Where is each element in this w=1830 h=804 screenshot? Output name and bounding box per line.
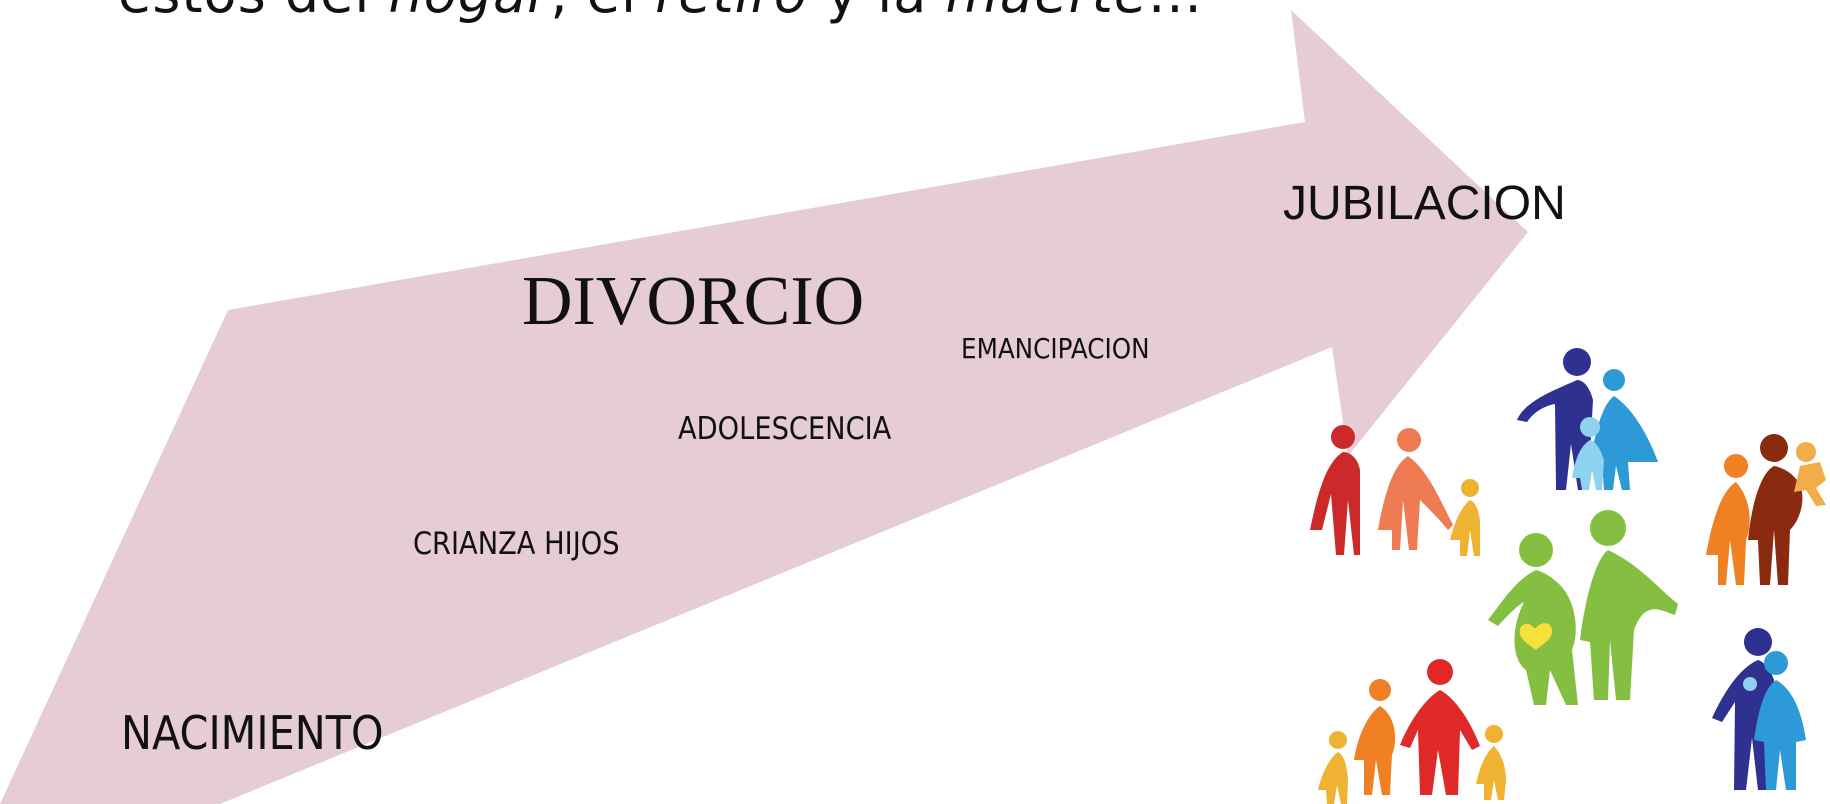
stage-label-divorcio: DIVORCIO xyxy=(522,263,865,340)
family-red-icon xyxy=(1310,425,1480,556)
stage-label-crianza-hijos: CRIANZA HIJOS xyxy=(413,526,620,562)
heading-text-3: , el xyxy=(550,0,655,25)
stage-label-nacimiento: NACIMIENTO xyxy=(121,706,384,760)
heading-text-4: retiro xyxy=(655,0,808,25)
heading-fragment: estos del hogar, el retiro y la muerte..… xyxy=(118,0,1203,25)
family-yellow-icon xyxy=(1318,659,1506,804)
heading-text-6: muerte xyxy=(946,0,1149,25)
family-orange-icon xyxy=(1706,434,1826,585)
stage-label-adolescencia: ADOLESCENCIA xyxy=(678,411,892,447)
heading-text-2: hogar xyxy=(389,0,551,25)
family-illustration-icon xyxy=(1310,348,1826,804)
family-blue-icon xyxy=(1517,348,1658,490)
heading-text-1: estos del xyxy=(118,0,389,25)
heading-text-7: ... xyxy=(1148,0,1203,25)
life-path-arrow xyxy=(0,10,1528,804)
stage-label-jubilacion: JUBILACION xyxy=(1283,177,1566,230)
family-green-icon xyxy=(1488,510,1678,705)
heading-text-5: y la xyxy=(808,0,946,25)
family-navy-icon xyxy=(1712,628,1806,790)
stage-label-emancipacion: EMANCIPACION xyxy=(961,332,1150,365)
